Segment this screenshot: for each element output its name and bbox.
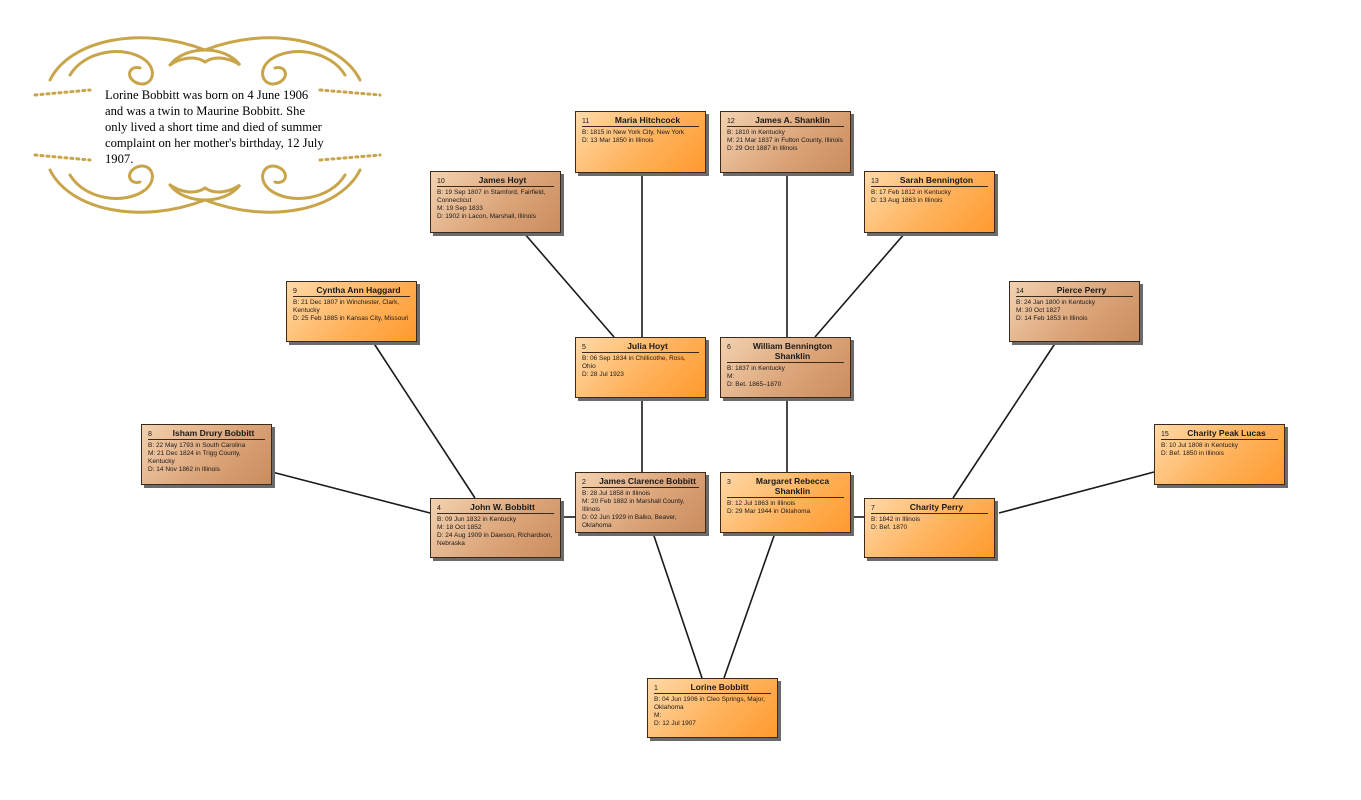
person-death: D: 13 Mar 1850 in Illinois	[582, 137, 654, 144]
person-birth: B: 04 Jun 1906 in Cleo Springs, Major, O…	[654, 696, 765, 711]
person-box-8[interactable]: 8 Isham Drury Bobbitt B: 22 May 1793 in S…	[141, 424, 272, 485]
person-name: Pierce Perry	[1056, 285, 1107, 295]
person-number: 10	[437, 178, 445, 185]
person-birth: B: 10 Jul 1808 in Kentucky	[1161, 442, 1238, 449]
person-name: Maria Hitchcock	[614, 115, 681, 125]
person-birth: B: 1837 in Kentucky	[727, 365, 785, 372]
person-number: 1	[654, 685, 658, 692]
connector-1-2	[652, 532, 703, 679]
person-box-2[interactable]: 2 James Clarence Bobbitt B: 28 Jul 1858 i…	[575, 472, 706, 533]
person-marriage: M: 30 Oct 1827	[1016, 307, 1061, 314]
person-number: 3	[727, 479, 731, 486]
person-death: D: Bef. 1870	[871, 524, 908, 531]
person-death: D: 29 Mar 1944 in Oklahoma	[727, 508, 811, 515]
person-name: James Hoyt	[478, 175, 527, 185]
person-birth: B: 1842 in Illinois	[871, 516, 921, 523]
person-birth: B: 22 May 1793 in South Carolina	[148, 442, 246, 449]
person-box-4[interactable]: 4 John W. Bobbitt B: 09 Jun 1832 in Kentu…	[430, 498, 561, 558]
connector-4-9	[372, 341, 476, 499]
person-birth: B: 24 Jan 1800 in Kentucky	[1016, 299, 1096, 306]
person-death: D: 1902 in Lacon, Marshall, Illinois	[437, 213, 536, 220]
person-marriage: M:	[654, 712, 662, 719]
person-birth: B: 06 Sep 1834 in Chillicothe, Ross, Ohi…	[582, 355, 686, 370]
person-box-6[interactable]: 6 William Bennington Shanklin B: 1837 in …	[720, 337, 851, 398]
person-marriage: M: 21 Dec 1824 in Trigg County, Kentucky	[148, 450, 241, 465]
connector-1-3	[723, 532, 776, 679]
person-marriage: M: 18 Oct 1852	[437, 524, 482, 531]
person-name: Charity Peak Lucas	[1187, 428, 1266, 438]
person-death: D: 24 Aug 1909 in Dawson, Richardson, Ne…	[437, 532, 553, 547]
person-number: 5	[582, 344, 586, 351]
person-death: D: 25 Feb 1885 in Kansas City, Missouri	[293, 315, 409, 322]
person-birth: B: 21 Dec 1807 in Winchester, Clark, Ken…	[293, 299, 400, 314]
person-birth: B: 1810 in Kentucky	[727, 129, 785, 136]
person-box-9[interactable]: 9 Cyntha Ann Haggard B: 21 Dec 1807 in Wi…	[286, 281, 417, 342]
person-marriage: M: 20 Feb 1882 in Marshall County, Illin…	[582, 498, 685, 513]
person-box-11[interactable]: 11 Maria Hitchcock B: 1815 in New York Ci…	[575, 111, 706, 173]
person-box-7[interactable]: 7 Charity Perry B: 1842 in Illinois D: Be…	[864, 498, 995, 558]
person-death: D: 13 Aug 1863 in Illinois	[871, 197, 943, 204]
person-number: 13	[871, 178, 879, 185]
person-number: 4	[437, 505, 441, 512]
person-box-3[interactable]: 3 Margaret Rebecca Shanklin B: 12 Jul 186…	[720, 472, 851, 533]
person-death: D: 14 Nov 1862 in Illinois	[148, 466, 220, 473]
person-death: D: 28 Jul 1923	[582, 371, 624, 378]
person-box-14[interactable]: 14 Pierce Perry B: 24 Jan 1800 in Kentuck…	[1009, 281, 1140, 342]
person-name: Margaret Rebecca Shanklin	[755, 476, 830, 496]
person-death: D: 14 Feb 1853 in Illinois	[1016, 315, 1088, 322]
person-name: William Bennington Shanklin	[752, 341, 833, 361]
person-birth: B: 09 Jun 1832 in Kentucky	[437, 516, 517, 523]
person-birth: B: 12 Jul 1863 in Illinois	[727, 500, 796, 507]
person-name: John W. Bobbitt	[470, 502, 535, 512]
person-death: D: 29 Oct 1887 in Illinois	[727, 145, 798, 152]
person-birth: B: 17 Feb 1812 in Kentucky	[871, 189, 951, 196]
person-number: 7	[871, 505, 875, 512]
person-name: James Clarence Bobbitt	[599, 476, 696, 486]
ornamental-scroll	[33, 36, 382, 214]
person-box-10[interactable]: 10 James Hoyt B: 19 Sep 1807 in Stamford,…	[430, 171, 561, 233]
person-number: 15	[1161, 431, 1169, 438]
person-number: 6	[727, 344, 731, 351]
person-number: 14	[1016, 288, 1024, 295]
person-number: 9	[293, 288, 297, 295]
person-name: Charity Perry	[909, 502, 964, 512]
person-name: Lorine Bobbitt	[690, 682, 749, 692]
connector-7-15	[998, 471, 1155, 514]
person-name: Julia Hoyt	[627, 341, 668, 351]
person-birth: B: 1815 in New York City, New York	[582, 129, 685, 136]
connector-6-13	[814, 232, 906, 338]
person-name: Sarah Bennington	[899, 175, 974, 185]
person-box-15[interactable]: 15 Charity Peak Lucas B: 10 Jul 1808 in K…	[1154, 424, 1285, 485]
person-number: 12	[727, 118, 735, 125]
person-name: Cyntha Ann Haggard	[316, 285, 401, 295]
connector-7-14	[952, 341, 1057, 499]
person-number: 2	[582, 479, 586, 486]
person-marriage: M: 21 Mar 1837 in Fulton County, Illinoi…	[727, 137, 843, 144]
person-box-1[interactable]: 1 Lorine Bobbitt B: 04 Jun 1906 in Cleo S…	[647, 678, 778, 738]
person-death: D: 12 Jul 1907	[654, 720, 696, 727]
person-box-5[interactable]: 5 Julia Hoyt B: 06 Sep 1834 in Chillicoth…	[575, 337, 706, 398]
person-death: D: Bet. 1865–1870	[727, 381, 782, 388]
person-number: 8	[148, 431, 152, 438]
person-box-13[interactable]: 13 Sarah Bennington B: 17 Feb 1812 in Ken…	[864, 171, 995, 233]
person-birth: B: 19 Sep 1807 in Stamford, Fairfield, C…	[437, 189, 546, 204]
connector-4-8	[271, 471, 431, 514]
person-number: 11	[582, 118, 590, 125]
person-death: D: 02 Jun 1929 in Balko, Beaver, Oklahom…	[582, 514, 677, 529]
person-marriage: M:	[727, 373, 735, 380]
person-death: D: Bef. 1850 in Illinois	[1161, 450, 1224, 457]
person-marriage: M: 19 Sep 1833	[437, 205, 483, 212]
connector-5-10	[523, 232, 615, 338]
person-name: Isham Drury Bobbitt	[172, 428, 255, 438]
person-birth: B: 28 Jul 1858 in Illinois	[582, 490, 651, 497]
person-name: James A. Shanklin	[755, 115, 830, 125]
biography-note: Lorine Bobbitt was born on 4 June 1906 a…	[105, 88, 324, 166]
